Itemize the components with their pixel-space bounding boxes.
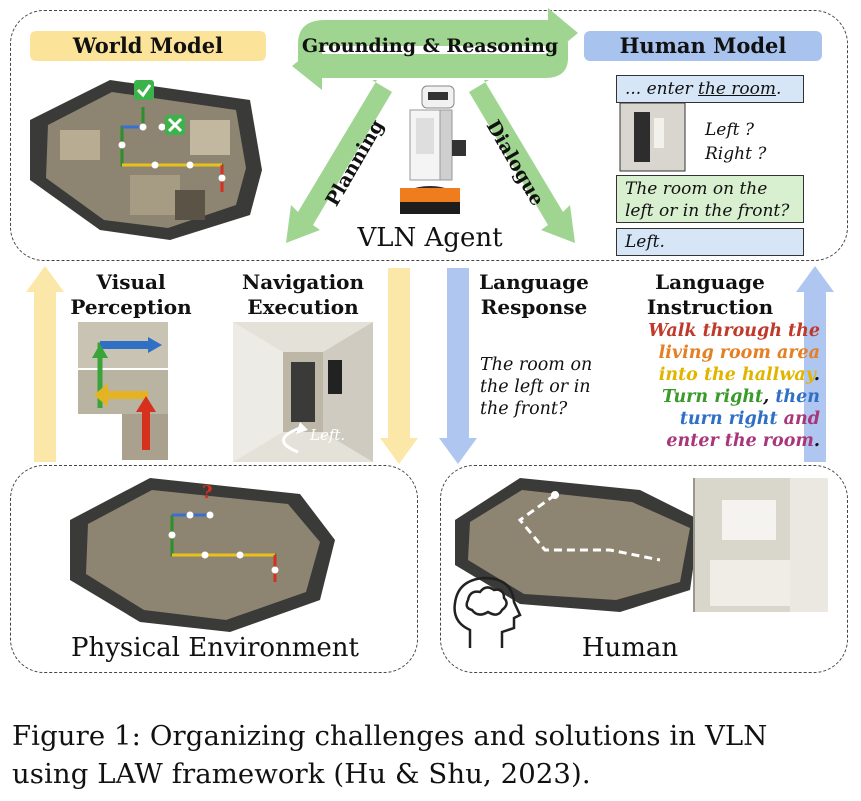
physical-environment-container: [10, 465, 418, 673]
agent-message-1: ... enter the room.: [616, 75, 804, 103]
planning-arrow: [286, 80, 392, 243]
visual-perception-images: [78, 322, 168, 460]
response-down-arrow: [439, 268, 477, 464]
figure-caption-line1: Figure 1: Organizing challenges and solu…: [12, 720, 768, 752]
bathroom-photo: [693, 478, 828, 612]
agent-thought-left: Left ?: [705, 120, 754, 140]
agent-message-2: Left.: [616, 228, 804, 256]
figure-caption-line2: using LAW framework (Hu & Shu, 2023).: [12, 758, 591, 790]
human-floor-render: [455, 478, 700, 612]
brain-head-icon: [453, 576, 522, 648]
robot-agent: [400, 85, 466, 214]
agent-thought-right: Right ?: [705, 144, 767, 164]
world-model-render: [30, 80, 262, 240]
world-model-pill: World Model: [30, 31, 266, 61]
human-label: Human: [581, 633, 679, 663]
agent-thought: Left ? Right ?: [705, 118, 766, 166]
language-instruction-heading: Language Instruction: [646, 270, 774, 319]
human-model-pill: Human Model: [584, 31, 822, 61]
grounding-reasoning-label: Grounding & Reasoning: [301, 35, 559, 57]
language-response-heading: Language Response: [479, 270, 589, 319]
left-marker-label: Left.: [310, 426, 346, 444]
perception-up-arrow: [26, 266, 64, 462]
human-model-label: Human Model: [619, 33, 787, 58]
physical-environment-label: Physical Environment: [70, 633, 360, 663]
execution-down-arrow: [380, 268, 418, 464]
visual-perception-heading: Visual Perception: [70, 270, 192, 319]
question-mark-marker: ?: [202, 482, 213, 503]
vln-agent-label: VLN Agent: [357, 223, 503, 253]
navigation-execution-heading: Navigation Execution: [241, 270, 365, 319]
agent-container: [10, 10, 848, 261]
navigation-execution-photo: [233, 322, 373, 462]
human-message: The room on the left or in the front?: [616, 175, 804, 223]
room-thumbnail: [619, 102, 686, 172]
language-instruction-text: Walk through the living room area into t…: [648, 321, 820, 451]
human-container: [440, 465, 848, 673]
instruction-up-arrow: [796, 266, 834, 462]
language-response-text: The room on the left or in the front?: [480, 355, 593, 419]
grounding-cycle-arrows: [292, 8, 578, 90]
world-model-label: World Model: [72, 33, 224, 58]
dialogue-arrow: [469, 80, 575, 243]
physical-environment-render: [70, 478, 335, 632]
